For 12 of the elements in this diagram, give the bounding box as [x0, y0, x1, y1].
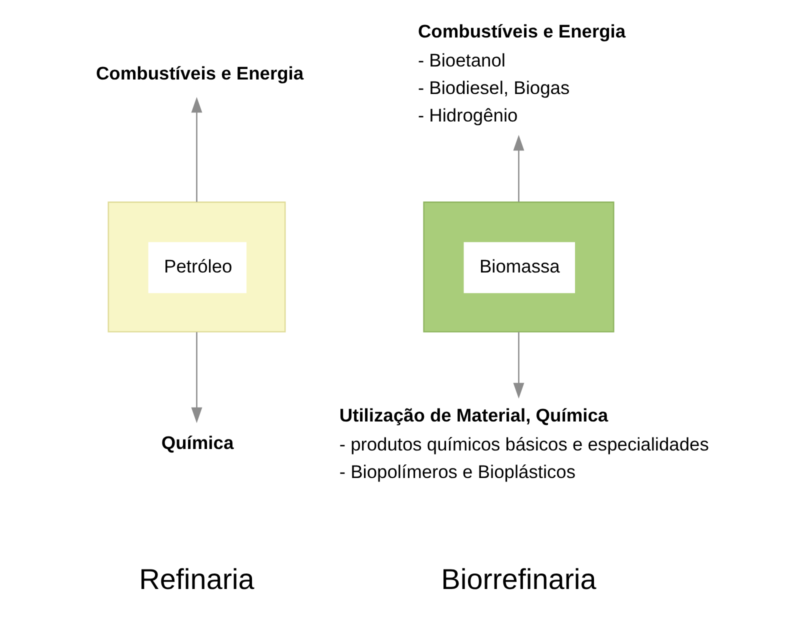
arrow: [513, 332, 524, 399]
node-text: Utilização de Material, Química - produtos químicos básicos e especialidades - Biopolímeros e Bioplásticos: [339, 404, 709, 482]
node-box: Biomassa: [423, 202, 614, 332]
arrow: [513, 134, 524, 202]
node-text: Combustíveis e Energia: [96, 62, 304, 84]
arrow: [191, 96, 202, 202]
node-text: Química: [161, 432, 234, 454]
arrow: [191, 332, 202, 424]
node-box: Petróleo: [108, 202, 286, 332]
node-text: Combustíveis e Energia - Bioetanol - Biodiesel, Biogas - Hidrogênio: [418, 20, 626, 126]
label: Refinaria: [139, 564, 254, 596]
label: Biorrefinaria: [441, 564, 596, 596]
